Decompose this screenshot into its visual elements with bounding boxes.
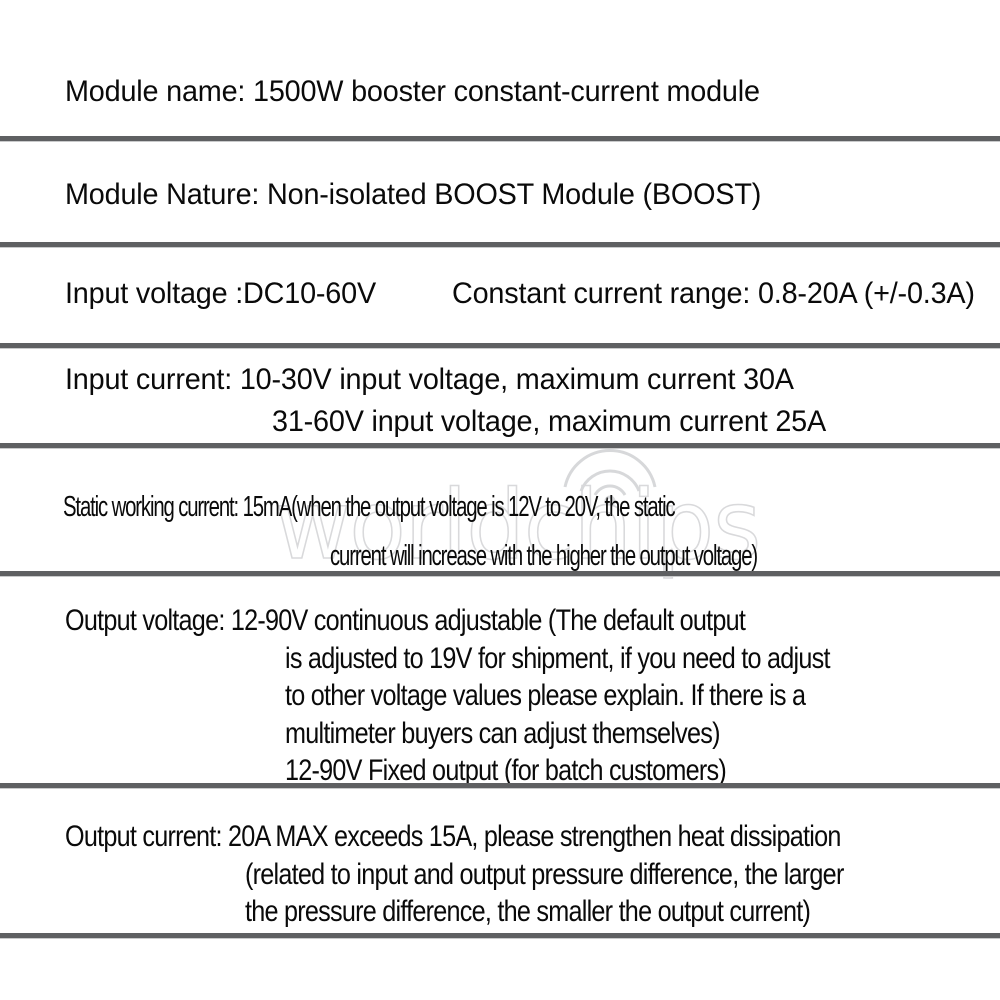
spec-line: is adjusted to 19V for shipment, if you … xyxy=(285,641,830,675)
divider xyxy=(0,571,1000,577)
divider xyxy=(0,783,1000,789)
divider xyxy=(0,242,1000,248)
spec-line: current will increase with the higher th… xyxy=(330,540,758,573)
spec-line: 12-90V Fixed output (for batch customers… xyxy=(285,754,727,787)
spec-row-output-current: Output current: 20A MAX exceeds 15A, ple… xyxy=(0,818,1000,931)
spec-line: Output voltage: 12-90V continuous adjust… xyxy=(65,604,746,637)
spec-line: Output current: 20A MAX exceeds 15A, ple… xyxy=(65,820,841,853)
spec-row-output-voltage: Output voltage: 12-90V continuous adjust… xyxy=(0,602,1000,790)
spec-line: to other voltage values please explain. … xyxy=(285,679,806,712)
spec-row-module-name: Module name: 1500W booster constant-curr… xyxy=(0,76,1000,108)
spec-row-input-voltage: Input voltage :DC10-60V Constant current… xyxy=(0,278,1000,324)
spec-line: Static working current: 15mA(when the ou… xyxy=(63,491,676,523)
spec-line: Input current: 10-30V input voltage, max… xyxy=(65,363,794,396)
spec-line: multimeter buyers can adjust themselves) xyxy=(285,716,721,750)
divider xyxy=(0,443,1000,449)
spec-line: Module name: 1500W booster constant-curr… xyxy=(65,75,760,108)
spec-line: 31-60V input voltage, maximum current 25… xyxy=(272,404,827,438)
spec-line-input-voltage: Input voltage :DC10-60V xyxy=(65,277,376,310)
divider xyxy=(0,343,1000,349)
spec-row-module-nature: Module Nature: Non-isolated BOOST Module… xyxy=(0,179,1000,211)
spec-row-static-working-current: Static working current: 15mA(when the ou… xyxy=(0,483,1000,582)
spec-line: the pressure difference, the smaller the… xyxy=(245,895,811,928)
spec-line: (related to input and output pressure di… xyxy=(245,857,844,891)
spec-line-constant-current-range: Constant current range: 0.8-20A (+/-0.3A… xyxy=(452,277,975,310)
spec-row-input-current: Input current: 10-30V input voltage, max… xyxy=(0,364,1000,438)
divider xyxy=(0,136,1000,142)
spec-line: Module Nature: Non-isolated BOOST Module… xyxy=(65,178,762,211)
divider xyxy=(0,933,1000,939)
